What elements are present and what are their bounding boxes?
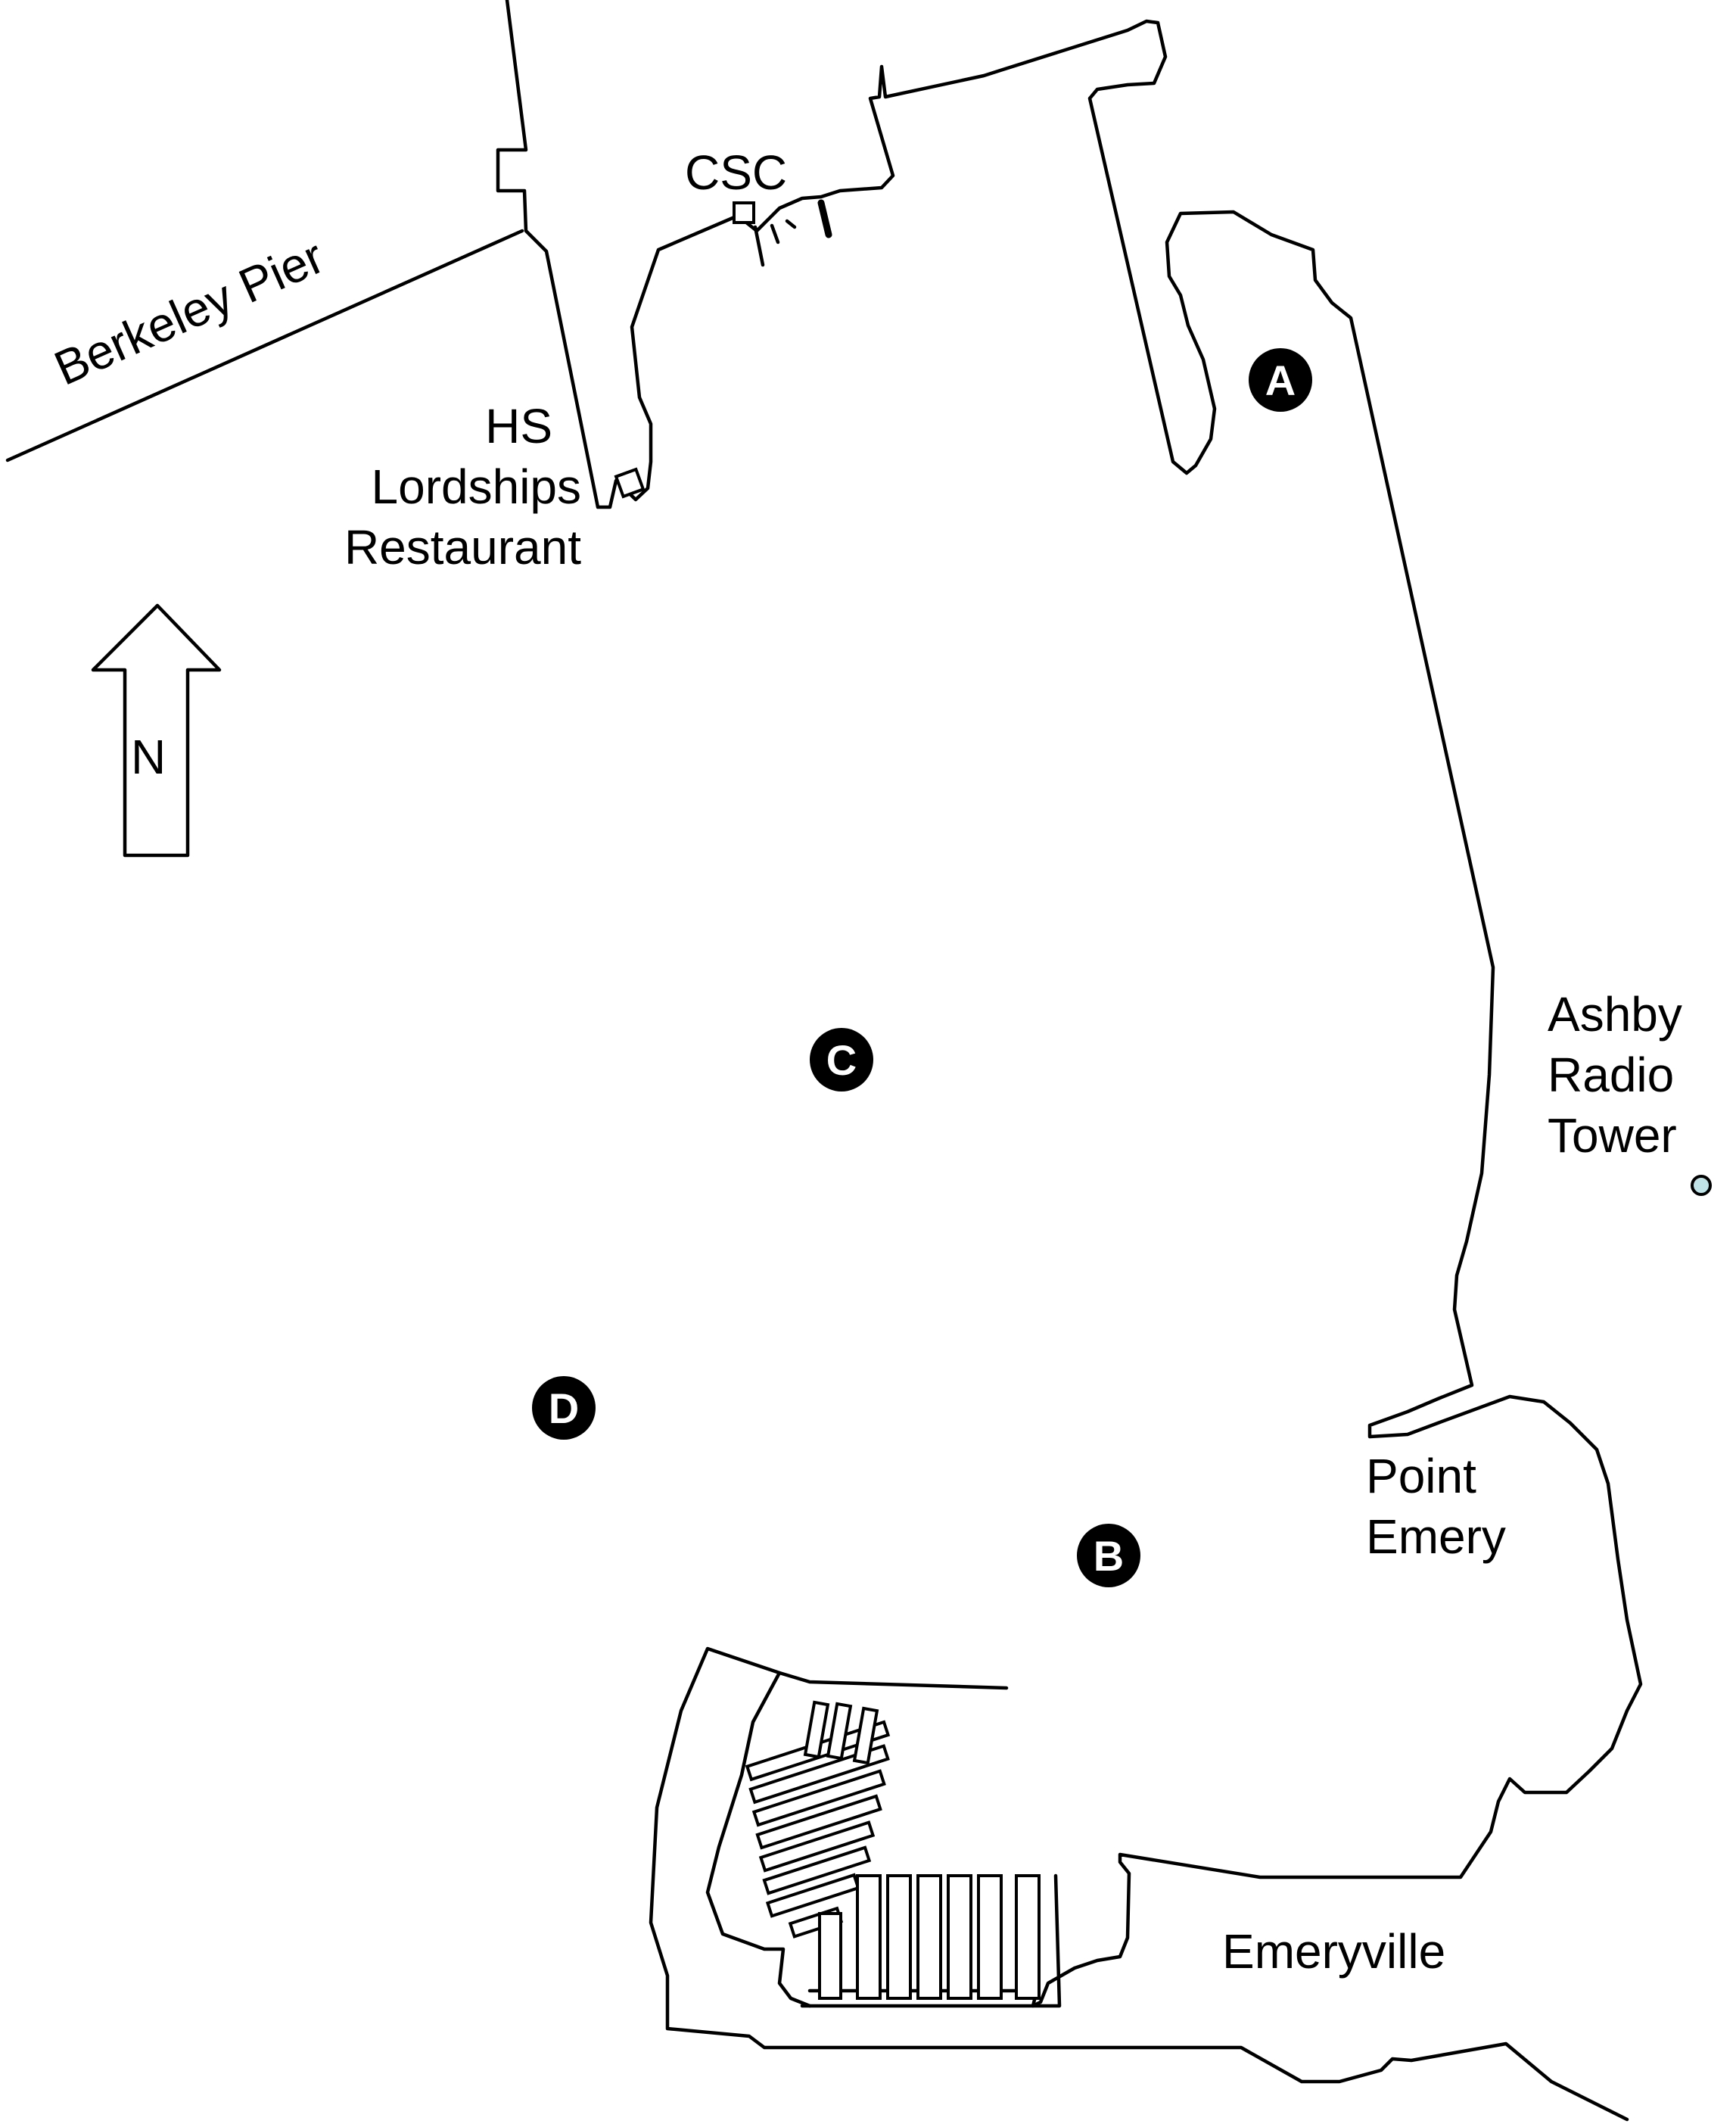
label-csc: CSC (685, 145, 787, 200)
label-ashby: Ashby (1548, 987, 1682, 1042)
svg-text:C: C (826, 1036, 857, 1084)
svg-text:B: B (1094, 1532, 1124, 1580)
label-point: Point (1366, 1449, 1476, 1503)
label-emeryville: Emeryville (1222, 1924, 1445, 1979)
svg-text:D: D (549, 1384, 579, 1432)
marker-a: A (1249, 348, 1312, 412)
marina-inner-wall (800, 1873, 1062, 2008)
csc-building (733, 201, 755, 224)
label-lordships: Lordships (372, 459, 582, 514)
north-road-line (496, 0, 1643, 2008)
label-restaurant: Restaurant (344, 520, 581, 575)
radio-tower-marker (1691, 1175, 1712, 1196)
csc-pier-tick (753, 225, 765, 267)
berkeley-pier-line (5, 229, 524, 462)
emeryville-marina-outline (649, 1646, 1629, 2122)
marina-docks-north (803, 1700, 879, 1765)
label-hs: HS (485, 399, 552, 453)
marker-d: D (532, 1376, 596, 1440)
csc-pier-tick (785, 219, 797, 229)
north-arrow-icon (91, 603, 222, 858)
csc-pier-bold (817, 199, 832, 238)
hs-building (614, 467, 646, 499)
label-berkeley-pier: Berkeley Pier (46, 229, 331, 396)
marina-breakwater (705, 1671, 812, 2008)
north-arrow-label: N (131, 730, 166, 784)
marker-c: C (810, 1028, 873, 1092)
csc-pier-tick (770, 223, 780, 244)
label-tower: Tower (1548, 1108, 1677, 1163)
label-radio: Radio (1548, 1048, 1674, 1102)
marina-docks-vertical (818, 1874, 1041, 2000)
svg-text:A: A (1265, 357, 1296, 404)
marker-b: B (1077, 1524, 1140, 1587)
label-emery: Emery (1366, 1509, 1506, 1564)
